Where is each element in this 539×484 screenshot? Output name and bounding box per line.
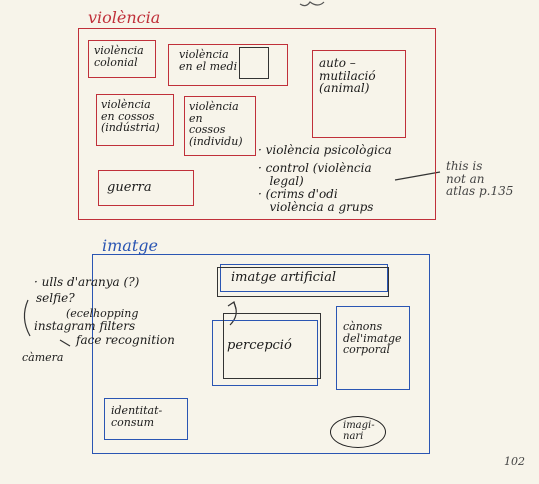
box-auto-mutilacio: auto – mutilació (animal)	[312, 50, 406, 138]
box-violencia-en-el-medi: violència en el medi	[168, 44, 288, 86]
list-item: · violència psicològica	[258, 143, 392, 157]
box-violencia-cossos-individu: violència en cossos (individu)	[184, 96, 256, 156]
note-item: face recognition	[76, 333, 175, 347]
box-violencia-colonial: violència colonial	[88, 40, 156, 78]
inner-sketch-box	[217, 267, 389, 297]
box-label: percepció	[227, 338, 292, 353]
margin-note: this is not an atlas p.135	[446, 159, 514, 199]
box-guerra: guerra	[98, 170, 194, 206]
bubble-imaginari: imagi- nari	[330, 416, 386, 448]
box-label: violència colonial	[94, 44, 144, 69]
note-item: càmera	[22, 351, 64, 364]
box-label: guerra	[107, 180, 152, 195]
list-item: · (crims d'odi violència a grups	[258, 187, 374, 214]
page-number: 102	[504, 455, 525, 468]
inner-sketch-box	[223, 313, 321, 379]
section-blue-frame	[92, 254, 430, 454]
section-red-frame	[78, 28, 436, 220]
box-canons: cànons del'imatge corporal	[336, 306, 410, 390]
box-percepcio: percepció	[212, 313, 321, 386]
box-imatge-artificial: imatge artificial	[217, 264, 389, 297]
box-label: identitat- consum	[111, 404, 163, 429]
box-label: violència en el medi	[179, 48, 238, 73]
box-label: violència en cossos (individu)	[189, 100, 243, 148]
bubble-label: imagi- nari	[343, 420, 375, 442]
box-identitat: identitat- consum	[104, 398, 188, 440]
box-label: imatge artificial	[231, 270, 336, 285]
note-item: (ecelhopping	[66, 307, 139, 320]
section-title-imatge: imatge	[102, 236, 158, 255]
note-item: instagram filters	[34, 319, 136, 333]
list-item: · control (violència legal)	[258, 161, 372, 188]
box-label: violència en cossos (indústria)	[101, 98, 160, 135]
box-label: cànons del'imatge corporal	[343, 320, 402, 357]
note-item: selfie?	[36, 291, 75, 305]
note-item: · ulls d'aranya (?)	[34, 275, 140, 289]
section-title-violencia: violència	[88, 8, 161, 27]
box-label: auto – mutilació (animal)	[319, 56, 376, 96]
box-violencia-cossos-industria: violència en cossos (indústria)	[96, 94, 174, 146]
inner-sketch-box	[239, 47, 269, 79]
